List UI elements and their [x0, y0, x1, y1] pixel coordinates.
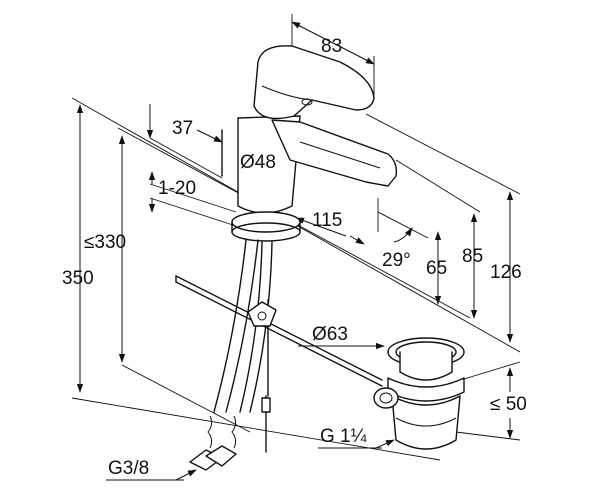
popup-rod — [175, 275, 383, 387]
label-37: 37 — [172, 118, 193, 139]
label-350: 350 — [62, 268, 94, 289]
label-max-330: ≤330 — [84, 232, 126, 253]
label-83: 83 — [321, 36, 342, 57]
supply-hoses — [189, 239, 273, 471]
label-65: 65 — [426, 258, 447, 279]
label-d63: Ø63 — [312, 324, 348, 345]
label-max-50: ≤ 50 — [490, 394, 527, 415]
label-g3-8: G3/8 — [108, 458, 149, 479]
label-g-1-1-4: G 1¼ — [320, 426, 368, 447]
dimension-lines — [71, 14, 521, 481]
label-115: 115 — [312, 210, 342, 231]
faucet-body — [221, 45, 398, 242]
dimension-labels: 83 37 Ø48 1-20 115 29° ≤330 350 65 85 12… — [62, 36, 527, 479]
label-126: 126 — [490, 262, 522, 283]
label-d48: Ø48 — [240, 152, 276, 173]
label-85: 85 — [462, 246, 483, 267]
drain-waste — [373, 337, 465, 450]
label-29-degrees: 29° — [382, 250, 411, 271]
label-1-20: 1-20 — [158, 178, 196, 199]
